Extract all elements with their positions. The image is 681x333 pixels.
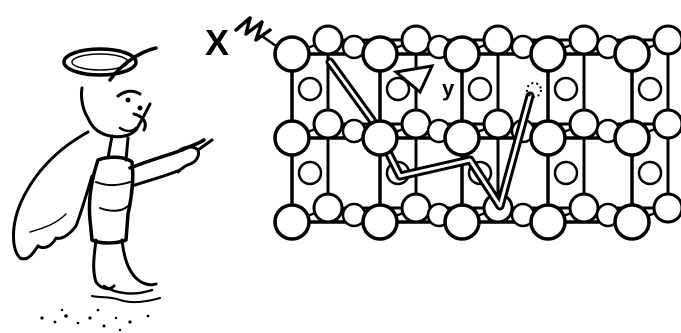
atom-front bbox=[361, 119, 399, 157]
atom-label: y bbox=[442, 76, 455, 101]
atom-back bbox=[312, 24, 344, 56]
atom-front bbox=[273, 119, 311, 157]
ray-path-highlight bbox=[328, 60, 532, 208]
atom-front bbox=[443, 119, 481, 157]
atom-back bbox=[400, 24, 432, 56]
atom-front bbox=[273, 35, 311, 73]
ray-label: X bbox=[205, 22, 229, 63]
atom-back bbox=[482, 24, 514, 56]
ray-group: X bbox=[205, 16, 278, 63]
atom-front bbox=[613, 119, 651, 157]
robe-icon bbox=[87, 155, 135, 245]
halo-icon bbox=[62, 47, 138, 77]
atom-front bbox=[361, 35, 399, 73]
atom-front bbox=[529, 35, 567, 73]
atom-small bbox=[637, 76, 663, 102]
crystal-lattice bbox=[273, 24, 681, 241]
atom-front bbox=[443, 35, 481, 73]
head-icon bbox=[80, 86, 152, 139]
atom-small bbox=[385, 76, 411, 102]
atom-small bbox=[637, 160, 663, 186]
atom-small bbox=[297, 76, 323, 102]
lightning-icon bbox=[234, 16, 272, 42]
pointing-hand-icon bbox=[176, 145, 200, 174]
atom-back bbox=[312, 192, 344, 224]
atom-back bbox=[482, 108, 514, 140]
atom-front bbox=[443, 203, 481, 241]
atom-front bbox=[529, 203, 567, 241]
angel-figure bbox=[12, 46, 214, 332]
atom-back bbox=[400, 192, 432, 224]
atom-small bbox=[553, 76, 579, 102]
atom-back bbox=[568, 108, 600, 140]
atom-back bbox=[400, 108, 432, 140]
atom-back bbox=[312, 108, 344, 140]
atom-front bbox=[613, 35, 651, 73]
atom-front bbox=[529, 119, 567, 157]
atom-back bbox=[652, 108, 681, 140]
atom-small bbox=[297, 160, 323, 186]
ground-speckles bbox=[40, 308, 150, 332]
ray-arrowhead bbox=[392, 64, 435, 95]
wing-icon bbox=[12, 130, 94, 261]
atom-front bbox=[273, 203, 311, 241]
atom-back bbox=[568, 24, 600, 56]
atom-front bbox=[613, 203, 651, 241]
atom-small bbox=[467, 76, 493, 102]
atom-back bbox=[652, 192, 681, 224]
atom-back bbox=[652, 24, 681, 56]
target-atom bbox=[526, 82, 542, 98]
atom-small bbox=[553, 160, 579, 186]
atom-back bbox=[568, 192, 600, 224]
atom-front bbox=[361, 203, 399, 241]
